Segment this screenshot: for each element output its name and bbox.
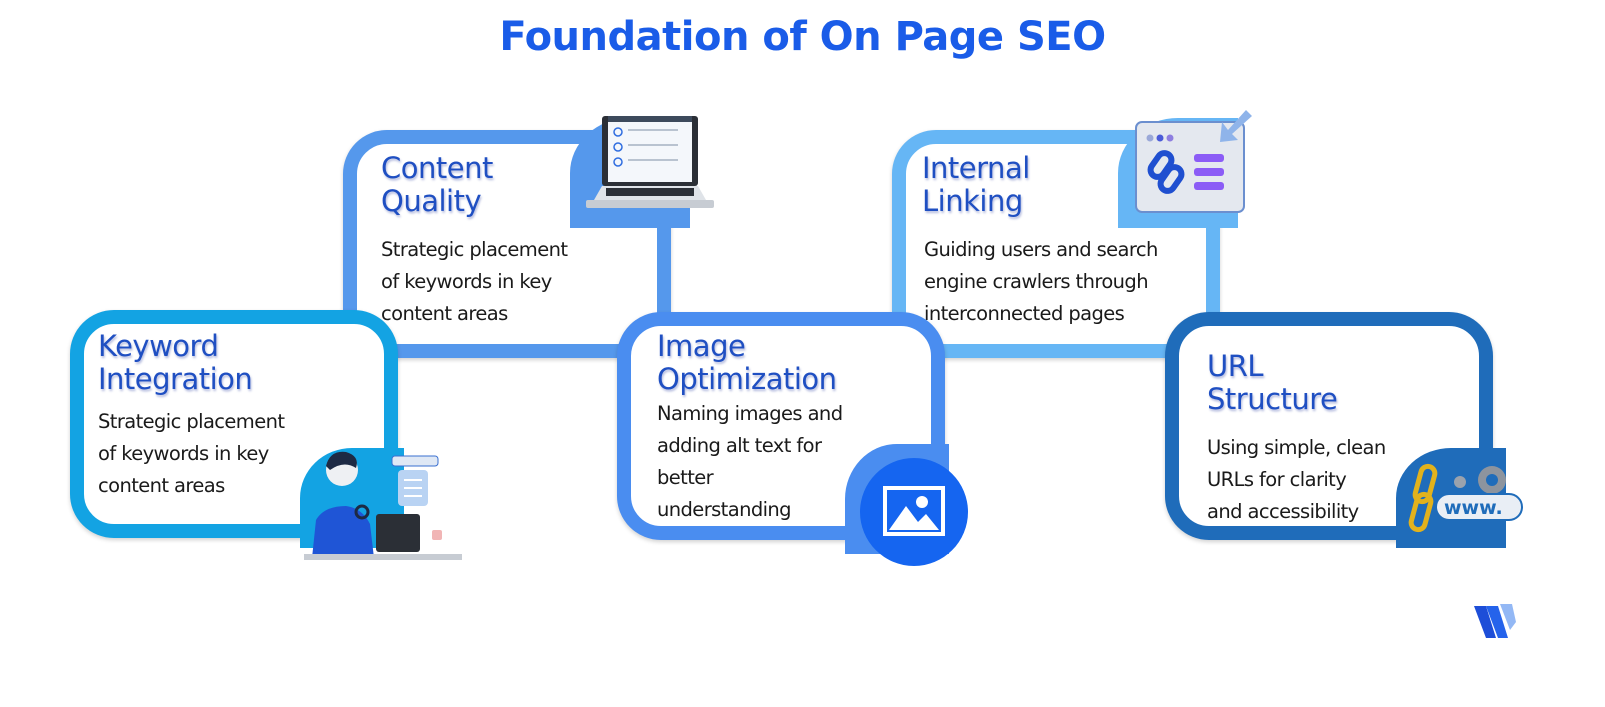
svg-text:www.: www. xyxy=(1444,497,1503,519)
heading-line: Keyword xyxy=(98,329,219,363)
image-icon xyxy=(860,458,968,566)
page-title: Foundation of On Page SEO xyxy=(499,14,1106,60)
body-line: understanding xyxy=(657,498,792,521)
body-line: Naming images and xyxy=(657,402,843,425)
heading-line: URL xyxy=(1207,349,1264,383)
body-line: Strategic placement xyxy=(98,410,285,433)
body-line: adding alt text for xyxy=(657,434,822,457)
person-laptop-search-icon xyxy=(304,451,462,560)
laptop-checklist-icon xyxy=(586,116,714,208)
heading-line: Internal xyxy=(922,151,1030,185)
body-line: Strategic placement xyxy=(381,238,568,261)
body-line: interconnected pages xyxy=(924,302,1125,325)
heading-line: Image xyxy=(657,329,746,363)
link-page-icon xyxy=(1135,110,1252,213)
body-line: engine crawlers through xyxy=(924,270,1149,293)
card-body: Naming images and adding alt text for bett… xyxy=(657,398,907,526)
heading-line: Integration xyxy=(98,362,253,396)
body-line: and accessibility xyxy=(1207,500,1359,523)
body-line: of keywords in key xyxy=(381,270,552,293)
brand-logo-icon xyxy=(1474,604,1516,638)
body-line: content areas xyxy=(98,474,225,497)
heading-line: Optimization xyxy=(657,362,837,396)
heading-line: Quality xyxy=(381,184,482,218)
www-chain-icon: www. xyxy=(1408,463,1523,533)
heading-line: Structure xyxy=(1207,382,1338,416)
body-line: Using simple, clean xyxy=(1207,436,1386,459)
body-line: better xyxy=(657,466,714,489)
heading-line: Content xyxy=(381,151,493,185)
body-line: of keywords in key xyxy=(98,442,269,465)
body-line: Guiding users and search xyxy=(924,238,1158,261)
heading-line: Linking xyxy=(922,184,1023,218)
body-line: content areas xyxy=(381,302,508,325)
card-body: Strategic placement of keywords in key con… xyxy=(381,234,671,330)
card-body: Guiding users and search engine crawlers … xyxy=(924,234,1224,330)
card-body: Strategic placement of keywords in key con… xyxy=(98,406,388,502)
body-line: URLs for clarity xyxy=(1207,468,1347,491)
